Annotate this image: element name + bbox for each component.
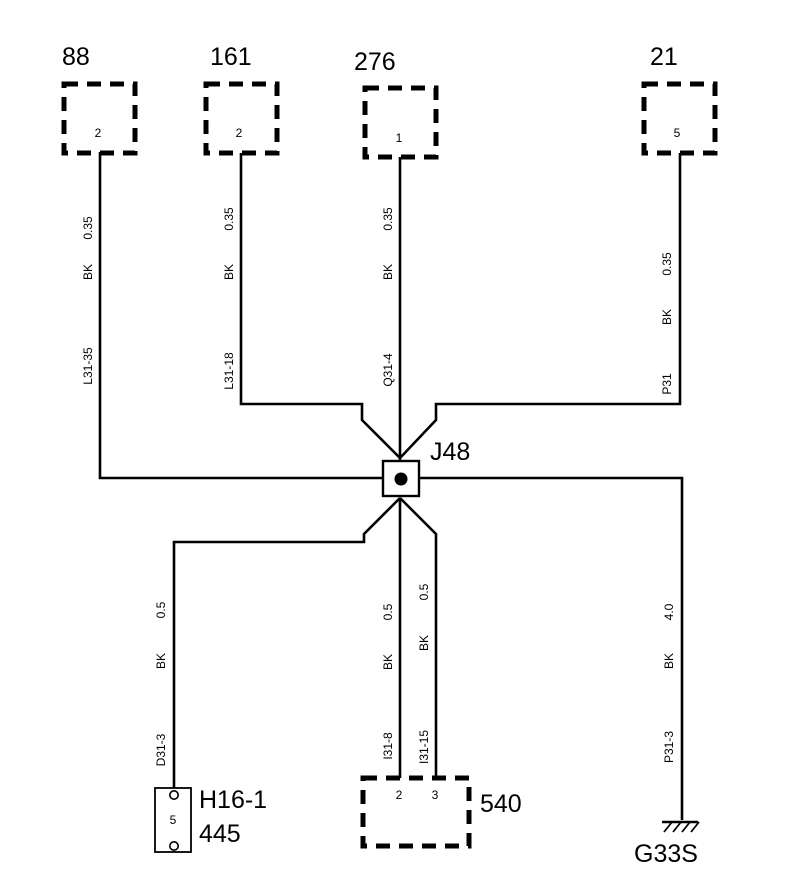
wire-ground [400,476,684,820]
connector-88-pin: 2 [95,126,102,140]
splice-label: J48 [430,438,470,466]
connector-540-pin-b: 3 [432,788,439,802]
wire-88-circuit: L31-35 [81,347,95,385]
wire-445 [172,497,401,788]
component-445-number: 445 [199,820,241,848]
wire-21-circuit: P31 [660,373,674,395]
wire-540a-size: 0.5 [381,603,395,620]
wire-161-color: BK [222,264,236,280]
ground-symbol-icon [662,820,700,833]
wire-445-circuit: D31-3 [154,733,168,766]
ground-label: G33S [634,840,698,868]
wire-21 [399,153,682,459]
connector-276-number: 276 [354,48,396,76]
wire-276-color: BK [381,264,395,280]
wire-540b-color: BK [417,635,431,651]
wire-88 [98,152,400,480]
component-445-pin: 5 [170,813,177,827]
wire-445-size: 0.5 [154,601,168,618]
connector-540-pin-a: 2 [396,788,403,802]
wire-161 [239,153,401,459]
wire-540b-circuit: I31-15 [417,730,431,764]
wire-540a-circuit: I31-8 [381,732,395,760]
connector-540: 2 3 540 [360,775,522,849]
wire-88-size: 0.35 [81,216,95,240]
connector-161-pin: 2 [236,126,243,140]
wire-276-size: 0.35 [381,207,395,231]
connector-276: 276 1 [354,48,439,160]
connector-88: 88 2 [61,43,138,156]
wire-161-size: 0.35 [222,207,236,231]
wire-540b [399,497,438,778]
wire-88-color: BK [81,264,95,280]
wire-21-color: BK [660,309,674,325]
connector-21: 21 5 [641,43,718,156]
splice-j48 [381,459,421,498]
connector-21-number: 21 [650,43,678,71]
wire-540b-size: 0.5 [417,583,431,600]
wire-ground-color: BK [662,653,676,669]
wire-ground-size: 4.0 [662,603,676,620]
component-445-label: H16-1 [199,786,267,814]
component-445: 5 H16-1 445 [154,786,267,853]
connector-21-pin: 5 [674,126,681,140]
wire-276-circuit: Q31-4 [381,353,395,387]
wire-21-size: 0.35 [660,252,674,276]
wire-445-color: BK [154,653,168,669]
wire-161-circuit: L31-18 [222,352,236,390]
connector-276-pin: 1 [396,131,403,145]
connector-540-number: 540 [480,790,522,818]
wire-ground-circuit: P31-3 [662,731,676,763]
connector-161-number: 161 [210,43,252,71]
connector-88-number: 88 [62,43,90,71]
connector-161: 161 2 [203,43,280,156]
wire-540a-color: BK [381,654,395,670]
